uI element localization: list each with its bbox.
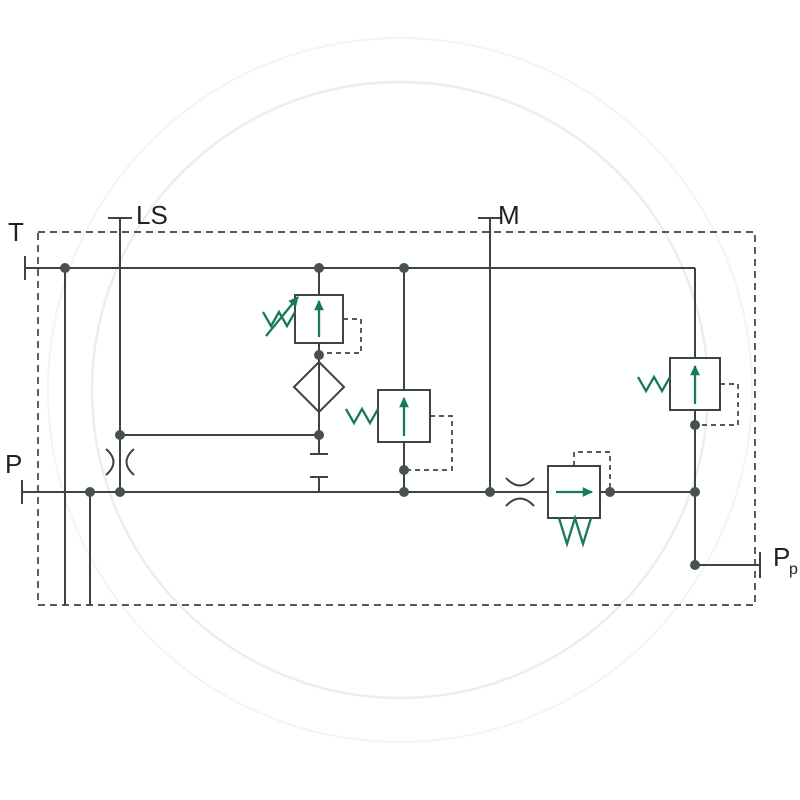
junction-node bbox=[399, 263, 409, 273]
junction-node bbox=[314, 263, 324, 273]
junction-node bbox=[690, 420, 700, 430]
plugged-connection bbox=[310, 435, 328, 492]
valve2-pilot-line bbox=[404, 415, 453, 471]
spring-icon bbox=[345, 406, 379, 426]
spring-icon bbox=[557, 514, 593, 548]
port-p-label: P bbox=[5, 449, 22, 479]
adjustment-arrow-icon bbox=[265, 296, 299, 337]
junction-node bbox=[314, 350, 324, 360]
orifice-arc bbox=[505, 497, 535, 507]
port-pp-label-subscript: p bbox=[789, 561, 798, 578]
filter-icon bbox=[292, 360, 346, 414]
junction-nodes bbox=[60, 263, 700, 570]
spring-icon bbox=[262, 309, 296, 329]
port-labels: T LS M P P p bbox=[5, 200, 798, 578]
orifice-arc bbox=[505, 477, 535, 487]
port-pp-label: P bbox=[773, 542, 790, 572]
port-m-label: M bbox=[498, 200, 520, 230]
junction-node bbox=[85, 487, 95, 497]
junction-node bbox=[115, 487, 125, 497]
pressure-reducing-valve bbox=[262, 294, 344, 344]
junction-node bbox=[690, 560, 700, 570]
valve1-pilot-line bbox=[319, 318, 362, 354]
check-valve bbox=[547, 465, 601, 548]
junction-node bbox=[314, 430, 324, 440]
junction-node bbox=[605, 487, 615, 497]
junction-node bbox=[399, 487, 409, 497]
pilot-lines bbox=[319, 318, 739, 492]
junction-node bbox=[485, 487, 495, 497]
valve4-pilot-line bbox=[695, 383, 739, 426]
orifice-arc bbox=[125, 448, 135, 476]
orifice-p-line bbox=[505, 477, 535, 507]
orifice-arc bbox=[105, 448, 115, 476]
spring-icon bbox=[637, 374, 671, 394]
enclosure-border bbox=[37, 231, 756, 606]
ls-relief-valve bbox=[345, 389, 431, 443]
port-t-label: T bbox=[8, 217, 24, 247]
watermark-circle-outer bbox=[47, 37, 753, 743]
junction-node bbox=[60, 263, 70, 273]
junction-node bbox=[115, 430, 125, 440]
valve3-pilot-line bbox=[573, 451, 611, 492]
port-ls-label: LS bbox=[136, 200, 168, 230]
junction-node bbox=[399, 465, 409, 475]
system-relief-valve bbox=[637, 357, 721, 411]
orifice-ls-line bbox=[105, 448, 135, 476]
junction-node bbox=[690, 487, 700, 497]
